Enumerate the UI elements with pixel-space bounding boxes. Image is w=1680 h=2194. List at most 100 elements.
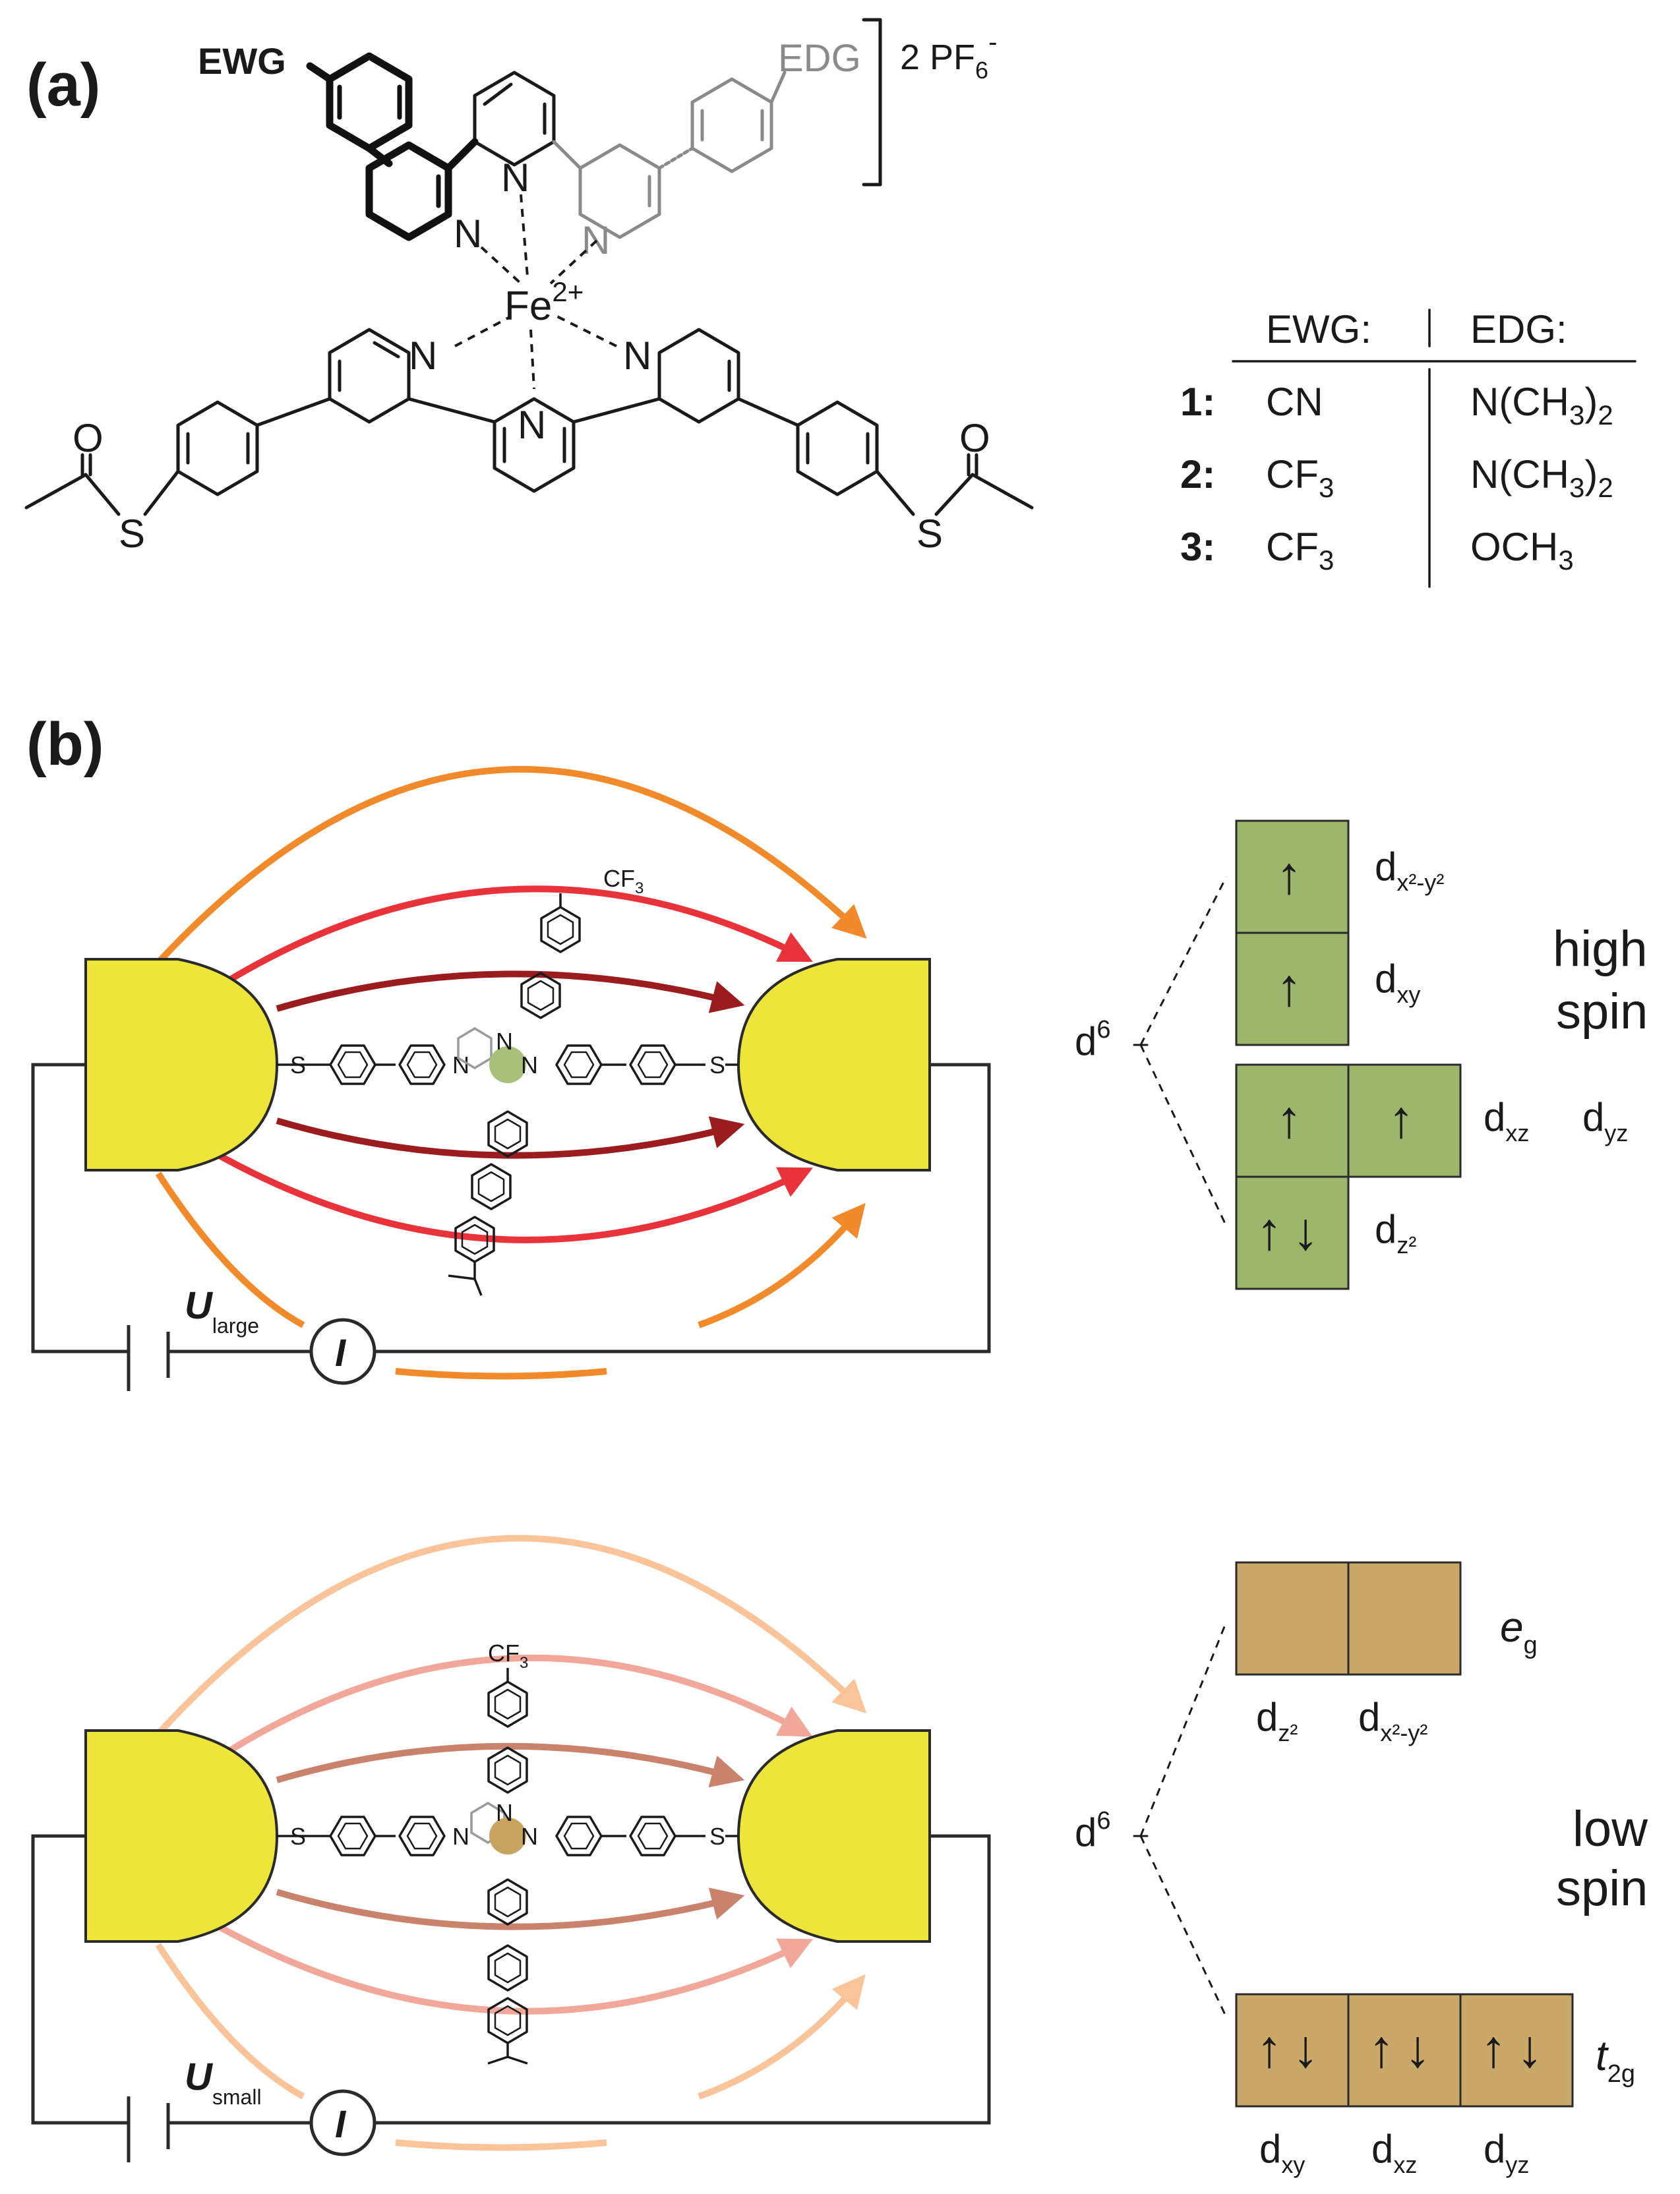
fe-center-low-spin — [489, 1818, 526, 1854]
row-1-edg: N(CH3)2 — [1470, 380, 1613, 430]
substituent-table: EWG: EDG: 1: CN N(CH3)2 2: CF3 N(CH3)2 3… — [1180, 307, 1636, 588]
cf3-label-low: CF3 — [488, 1640, 528, 1672]
voltage-label-small: Usmall — [185, 2056, 262, 2109]
svg-text:N: N — [521, 1052, 538, 1079]
label-dxz-low: dxz — [1371, 2127, 1417, 2178]
low-spin-orbitals: d6 eg dz² dx²-y² low spin ↑ ↓ ↑ ↓ ↑ ↓ t2… — [1075, 1561, 1648, 2178]
current-arrow — [276, 1116, 745, 1159]
row-3-edg: OCH3 — [1470, 525, 1574, 576]
label-dxy-high: dxy — [1375, 957, 1420, 1008]
current-arrow — [276, 970, 745, 1013]
label-dz2-low: dz² — [1256, 1695, 1298, 1746]
cf3-label-high: CF3 — [603, 865, 644, 897]
low-spin-junction: Usmall I S N S N — [31, 1535, 991, 2162]
panel-b-label: (b) — [26, 711, 104, 778]
right-electrode — [736, 958, 931, 1171]
edg-label: EDG — [778, 37, 861, 80]
current-arrow — [155, 1943, 305, 2100]
label-dyz-high: dyz — [1582, 1095, 1628, 1146]
current-arrow — [202, 1144, 814, 1243]
electron-down: ↓ — [1404, 2019, 1431, 2078]
label-dxy-low: dxy — [1259, 2127, 1305, 2178]
ewg-label: EWG — [198, 40, 286, 82]
left-electrode — [84, 958, 279, 1171]
panel-a-label: (a) — [26, 51, 100, 119]
svg-text:N: N — [496, 1799, 513, 1826]
svg-text:N: N — [496, 1028, 513, 1055]
atom-n-lower-center: N — [518, 403, 546, 447]
row-3-ewg: CF3 — [1266, 525, 1334, 576]
svg-text:N: N — [521, 1823, 538, 1850]
orbital-box-dz2 — [1235, 1175, 1350, 1290]
atom-n-upper-center: N — [501, 156, 529, 200]
current-arrow — [395, 2139, 607, 2151]
orbital-box-dyz — [1347, 1063, 1462, 1178]
lower-terpyridine — [24, 328, 1034, 516]
label-t2g: t2g — [1596, 2032, 1635, 2088]
metal-center: Fe2+ — [504, 276, 584, 329]
current-arrow — [202, 885, 813, 999]
current-arrow — [276, 1887, 745, 1930]
current-arrow — [155, 1171, 305, 1328]
d6-low: d6 — [1075, 1807, 1111, 1854]
label-dxz-high: dxz — [1484, 1095, 1529, 1146]
right-electrode — [736, 1729, 931, 1943]
svg-text:N: N — [452, 1823, 469, 1850]
electron-down: ↓ — [1516, 2019, 1543, 2078]
row-2-edg: N(CH3)2 — [1470, 452, 1613, 503]
high-spin-junction: Ularge I S N S — [31, 766, 991, 1391]
atom-o-left: O — [73, 416, 104, 460]
orbital-box-t2g-dxy — [1235, 1993, 1350, 2108]
current-symbol: I — [335, 1332, 347, 1375]
electron-up: ↑ — [1256, 1202, 1282, 1260]
row-3-id: 3: — [1180, 525, 1215, 569]
spin-label-low-1: low — [1573, 1801, 1648, 1857]
orbital-box-t2g-dxz — [1347, 1993, 1462, 2108]
row-1-id: 1: — [1180, 380, 1215, 424]
label-dyz-low: dyz — [1484, 2127, 1529, 2178]
current-arrow — [156, 1535, 867, 1736]
current-arrow — [698, 1202, 866, 1328]
molecule-low-spin: S N S N N — [277, 1668, 738, 2065]
current-arrow — [202, 1654, 813, 1770]
atom-s-right: S — [916, 512, 943, 556]
orbital-box-eg-dz2 — [1235, 1561, 1350, 1676]
electron-down: ↓ — [1292, 1202, 1319, 1260]
table-header-edg: EDG: — [1470, 307, 1567, 351]
electron-up: ↑ — [1276, 1090, 1302, 1148]
spin-label-low-2: spin — [1556, 1860, 1648, 1916]
atom-n-upper-left: N — [454, 212, 482, 256]
svg-text:N: N — [452, 1052, 469, 1079]
voltage-label-large: Ularge — [185, 1284, 259, 1338]
spin-label-high-1: high — [1553, 921, 1648, 977]
svg-text:S: S — [709, 1823, 725, 1850]
orbital-box-eg-dx2y2 — [1347, 1561, 1462, 1676]
electron-up: ↑ — [1368, 2019, 1395, 2078]
upper-terpyridine — [306, 52, 787, 241]
orbital-box-dxy — [1235, 932, 1350, 1046]
spin-label-high-2: spin — [1556, 984, 1648, 1040]
counterion: 2 PF6- — [900, 28, 997, 84]
orbital-box-dx2y2 — [1235, 819, 1350, 934]
molecule-high-spin: S N S N N — [277, 893, 738, 1296]
atom-n-lower-right: N — [623, 334, 651, 378]
current-arrow — [698, 1974, 866, 2100]
d6-high: d6 — [1075, 1016, 1111, 1063]
orbital-box-dxz — [1235, 1063, 1350, 1178]
current-arrow — [156, 766, 867, 965]
atom-n-lower-left: N — [409, 334, 437, 378]
current-symbol: I — [335, 2103, 347, 2146]
label-dz2-high: dz² — [1375, 1207, 1416, 1259]
electron-up: ↑ — [1276, 958, 1302, 1017]
label-dx2y2-high: dx²-y² — [1375, 845, 1444, 896]
svg-text:S: S — [709, 1052, 725, 1079]
fe-center-high-spin — [489, 1046, 526, 1083]
atom-s-left: S — [119, 512, 145, 556]
electron-up: ↑ — [1480, 2019, 1507, 2078]
electron-up: ↑ — [1388, 1090, 1414, 1148]
label-eg: eg — [1500, 1603, 1538, 1659]
atom-o-right: O — [959, 416, 990, 460]
orbital-box-t2g-dyz — [1459, 1993, 1574, 2108]
current-arrow — [276, 1742, 745, 1788]
